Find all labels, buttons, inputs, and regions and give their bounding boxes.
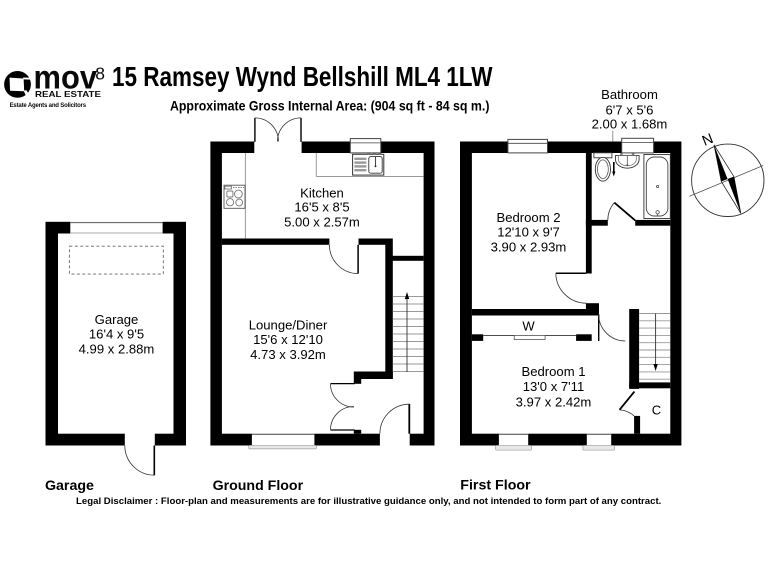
svg-text:3.90 x 2.93m: 3.90 x 2.93m <box>491 239 567 254</box>
svg-text:First Floor: First Floor <box>460 478 531 494</box>
svg-text:13'0 x 7'11: 13'0 x 7'11 <box>523 379 585 394</box>
svg-text:12'10 x 9'7: 12'10 x 9'7 <box>497 224 560 239</box>
svg-text:4.73 x 3.92m: 4.73 x 3.92m <box>250 347 326 362</box>
svg-text:Garage: Garage <box>45 478 94 494</box>
svg-text:Estate Agents and Solicitors: Estate Agents and Solicitors <box>10 103 87 109</box>
svg-text:16'4 x 9'5: 16'4 x 9'5 <box>89 327 144 342</box>
svg-text:Garage: Garage <box>95 312 139 327</box>
svg-text:REAL ESTATE: REAL ESTATE <box>35 89 101 99</box>
svg-text:Ground Floor: Ground Floor <box>213 478 304 494</box>
svg-text:8: 8 <box>95 63 105 83</box>
svg-text:Bathroom: Bathroom <box>601 87 658 102</box>
svg-text:Lounge/Diner: Lounge/Diner <box>249 318 328 333</box>
svg-text:Bedroom 2: Bedroom 2 <box>496 210 560 225</box>
svg-text:C: C <box>652 403 661 418</box>
svg-text:4.99 x 2.88m: 4.99 x 2.88m <box>79 341 155 356</box>
svg-text:Kitchen: Kitchen <box>300 186 344 201</box>
svg-text:3.97 x 2.42m: 3.97 x 2.42m <box>516 394 592 409</box>
svg-text:Bedroom 1: Bedroom 1 <box>521 364 585 379</box>
svg-text:mov: mov <box>34 59 98 96</box>
svg-text:5.00 x 2.57m: 5.00 x 2.57m <box>284 214 360 229</box>
svg-text:2.00 x 1.68m: 2.00 x 1.68m <box>592 117 668 132</box>
svg-text:Legal Disclaimer : Floor-plan: Legal Disclaimer : Floor-plan and measur… <box>76 496 661 507</box>
svg-text:16'5 x 8'5: 16'5 x 8'5 <box>294 200 349 215</box>
svg-text:15'6 x 12'10: 15'6 x 12'10 <box>253 332 323 347</box>
svg-text:6'7 x 5'6: 6'7 x 5'6 <box>606 103 654 118</box>
svg-text:15 Ramsey Wynd Bellshill ML4 1: 15 Ramsey Wynd Bellshill ML4 1LW <box>112 61 493 92</box>
svg-text:Approximate Gross Internal Are: Approximate Gross Internal Area: (904 sq… <box>170 97 490 113</box>
svg-text:W: W <box>522 319 535 334</box>
